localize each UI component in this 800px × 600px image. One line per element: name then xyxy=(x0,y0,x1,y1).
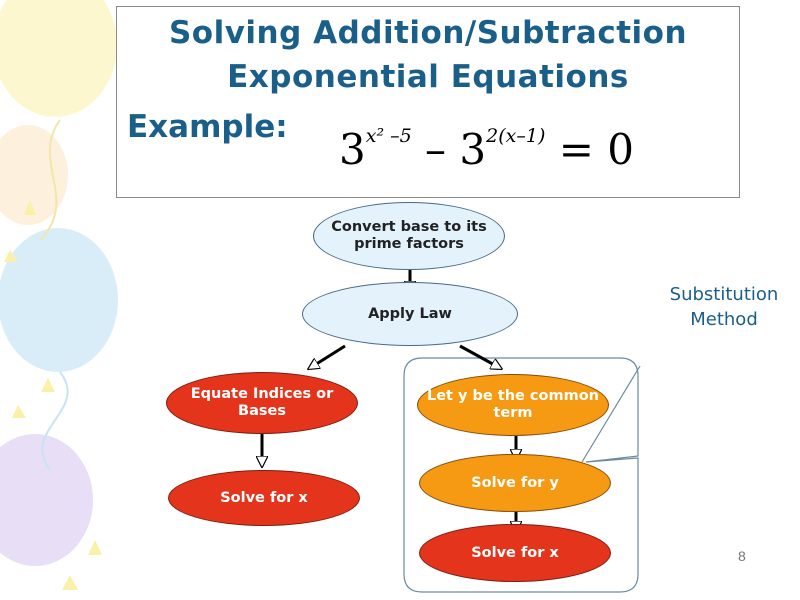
node-convert-base: Convert base to its prime factors xyxy=(313,202,505,270)
balloon-decoration xyxy=(0,125,68,225)
arrow-apply-to-lety xyxy=(459,344,500,368)
equation-exponent-2: 2(x–1) xyxy=(486,125,546,147)
node-solve-y: Solve for y xyxy=(419,454,611,512)
arrow-apply-to-equate xyxy=(310,344,346,368)
node-let-y: Let y be the common term xyxy=(417,374,609,436)
title-line-2: Exponential Equations xyxy=(227,59,629,95)
node-solve-x-right: Solve for x xyxy=(419,524,611,582)
title-box: Solving Addition/Subtraction Exponential… xyxy=(116,6,740,198)
balloon-decoration xyxy=(0,434,93,566)
balloon-string xyxy=(41,371,69,471)
example-equation: 3x² –5 – 32(x–1) = 0 xyxy=(339,125,634,174)
equation-base-1: 3 xyxy=(339,125,366,174)
balloon-string xyxy=(39,119,61,241)
equation-minus: – xyxy=(411,125,460,174)
balloon-decoration xyxy=(0,228,118,372)
sparkle-decoration xyxy=(4,200,102,590)
node-equate-indices: Equate Indices or Bases xyxy=(166,372,358,434)
equation-exponent-1: x² –5 xyxy=(365,125,412,147)
node-apply-law: Apply Law xyxy=(302,282,518,346)
equation-base-2: 3 xyxy=(459,125,487,174)
page-number: 8 xyxy=(738,548,746,564)
title-line-1: Solving Addition/Subtraction xyxy=(168,15,688,51)
callout-pointer xyxy=(581,365,641,463)
substitution-method-label: Substitution Method xyxy=(669,284,779,330)
node-solve-x-left: Solve for x xyxy=(168,470,360,526)
example-label: Example: xyxy=(127,109,288,145)
equation-rhs: = 0 xyxy=(545,125,634,174)
balloon-decoration xyxy=(0,0,117,117)
callout-frame xyxy=(403,357,639,593)
